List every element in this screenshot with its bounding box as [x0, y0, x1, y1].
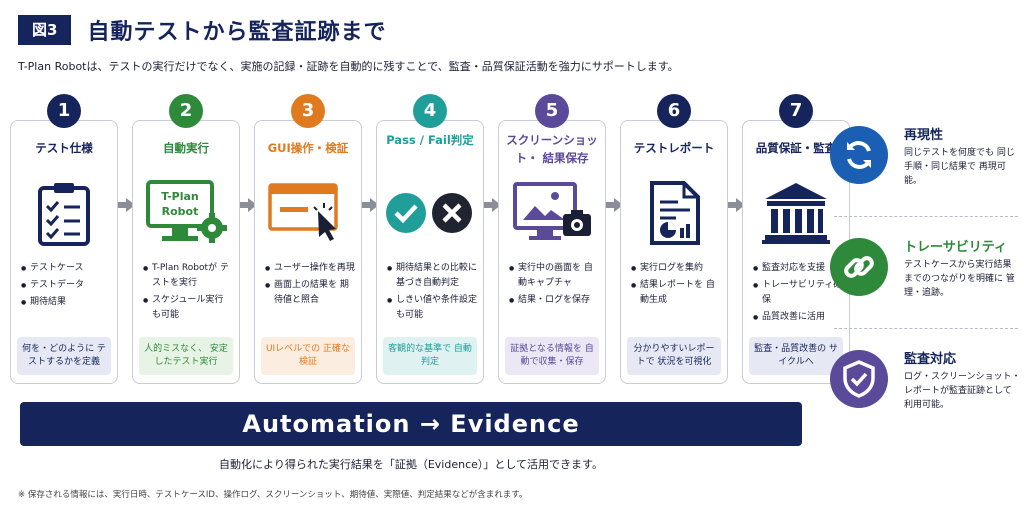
step-bullet: テストデータ — [21, 278, 113, 293]
refresh-cycle-icon — [830, 126, 888, 184]
feature-item: 監査対応ログ・スクリーンショット・ レポートが監査証跡として 利用可能。 — [830, 342, 1021, 422]
step-title: 自動実行 — [163, 141, 209, 155]
feature-divider — [834, 328, 1018, 329]
step-bullet: 監査対応を支援 — [753, 261, 845, 276]
step-title: 品質保証・監査 — [755, 141, 837, 155]
figure-badge: 図3 — [18, 15, 72, 45]
step-note: 何を・どのように テストするかを定義 — [17, 337, 111, 375]
step-note: 監査・品質改善の サイクルへ — [749, 337, 843, 375]
step-title: スクリーンショット・ 結果保存 — [506, 133, 598, 165]
step-title: GUI操作・検証 — [267, 141, 349, 155]
step-title: テスト仕様 — [35, 141, 93, 155]
step-bullet: スケジュール実行 も可能 — [143, 293, 235, 323]
step-bullet: 期待結果 — [21, 295, 113, 310]
svg-text:Robot: Robot — [162, 205, 199, 218]
page-subtitle: T-Plan Robotは、テストの実行だけでなく、実施の記録・証跡を自動的に残… — [18, 60, 679, 73]
step-note: UIレベルでの 正確な検証 — [261, 337, 355, 375]
chain-link-icon — [830, 238, 888, 296]
step-number-badge: 2 — [169, 94, 203, 128]
report-document-icon — [621, 177, 727, 249]
step-card: 自動実行 T-PlanRobotT-Plan Robotが テストを実行スケジュー… — [132, 120, 240, 384]
clipboard-checklist-icon — [11, 177, 117, 249]
process-steps: 1テスト仕様テストケーステストデータ期待結果何を・どのように テストするかを定義… — [10, 94, 850, 394]
step-number-badge: 1 — [47, 94, 81, 128]
step-number-badge: 6 — [657, 94, 691, 128]
feature-description: 同じテストを何度でも 同じ手順・同じ結果で 再現可能。 — [904, 148, 1015, 186]
step-bullet-list: ユーザー操作を再現画面上の結果を 期待値と照合 — [265, 261, 357, 310]
pass-fail-icon — [377, 177, 483, 249]
step-bullet-list: T-Plan Robotが テストを実行スケジュール実行 も可能 — [143, 261, 235, 325]
step-bullet-list: 実行ログを集約結果レポートを 自動生成 — [631, 261, 723, 310]
feature-description: テストケースから実行結果 までのつながりを明確に 管理・追跡。 — [904, 260, 1015, 298]
feature-divider — [834, 216, 1018, 217]
step-bullet-list: 期待結果との比較に 基づき自動判定しきい値や条件設定 も可能 — [387, 261, 479, 325]
feature-title: 再現性 — [904, 128, 944, 143]
step-card: 品質保証・監査監査対応を支援トレーサビリティ確保品質改善に活用監査・品質改善の … — [742, 120, 850, 384]
banner-caption: 自動化により得られた実行結果を「証拠（Evidence）」として活用できます。 — [219, 458, 603, 471]
header: 図3 自動テストから監査証跡まで — [18, 14, 386, 46]
shield-check-icon — [830, 350, 888, 408]
step-bullet: 結果・ログを保存 — [509, 293, 601, 308]
step-title: Pass / Fail判定 — [386, 133, 474, 147]
step-number-badge: 7 — [779, 94, 813, 128]
step-bullet: トレーサビリティ確保 — [753, 278, 845, 308]
step-bullet: 実行中の画面を 自動キャプチャ — [509, 261, 601, 291]
feature-description: ログ・スクリーンショット・ レポートが監査証跡として 利用可能。 — [904, 372, 1021, 410]
feature-item: トレーサビリティテストケースから実行結果 までのつながりを明確に 管理・追跡。 — [830, 230, 1020, 310]
step-note: 人的ミスなく、 安定したテスト実行 — [139, 337, 233, 375]
step-bullet-list: 監査対応を支援トレーサビリティ確保品質改善に活用 — [753, 261, 845, 327]
step-card: Pass / Fail判定期待結果との比較に 基づき自動判定しきい値や条件設定 … — [376, 120, 484, 384]
svg-text:T-Plan: T-Plan — [161, 190, 199, 203]
step-bullet-list: 実行中の画面を 自動キャプチャ結果・ログを保存 — [509, 261, 601, 310]
footnote: ※ 保存される情報には、実行日時、テストケースID、操作ログ、スクリーンショット… — [18, 490, 528, 500]
institution-building-icon — [743, 177, 849, 249]
window-cursor-icon — [255, 177, 361, 249]
step-bullet: 結果レポートを 自動生成 — [631, 278, 723, 308]
step-bullet: 画面上の結果を 期待値と照合 — [265, 278, 357, 308]
step-card: スクリーンショット・ 結果保存実行中の画面を 自動キャプチャ結果・ログを保存証拠… — [498, 120, 606, 384]
step-bullet: しきい値や条件設定 も可能 — [387, 293, 479, 323]
page-title: 自動テストから監査証跡まで — [87, 20, 387, 45]
screenshot-camera-icon — [499, 177, 605, 249]
step-bullet: 品質改善に活用 — [753, 310, 845, 325]
step-card: GUI操作・検証ユーザー操作を再現画面上の結果を 期待値と照合 UIレベルでの 正… — [254, 120, 362, 384]
step-note: 客観的な基準で 自動判定 — [383, 337, 477, 375]
step-bullet: テストケース — [21, 261, 113, 276]
feature-title: 監査対応 — [904, 352, 957, 367]
step-number-badge: 5 — [535, 94, 569, 128]
step-title: テストレポート — [633, 141, 715, 155]
step-bullet-list: テストケーステストデータ期待結果 — [21, 261, 113, 312]
feature-title: トレーサビリティ — [904, 240, 1007, 255]
step-number-badge: 4 — [413, 94, 447, 128]
step-number-badge: 3 — [291, 94, 325, 128]
step-bullet: 実行ログを集約 — [631, 261, 723, 276]
feature-item: 再現性同じテストを何度でも 同じ手順・同じ結果で 再現可能。 — [830, 118, 1020, 198]
step-bullet: T-Plan Robotが テストを実行 — [143, 261, 235, 291]
step-note: 分かりやすいレポートで 状況を可視化 — [627, 337, 721, 375]
step-bullet: ユーザー操作を再現 — [265, 261, 357, 276]
automation-evidence-banner: Automation → Evidence — [20, 402, 802, 446]
step-note: 証拠となる情報を 自動で収集・保存 — [505, 337, 599, 375]
step-card: テスト仕様テストケーステストデータ期待結果何を・どのように テストするかを定義 — [10, 120, 118, 384]
step-bullet: 期待結果との比較に 基づき自動判定 — [387, 261, 479, 291]
